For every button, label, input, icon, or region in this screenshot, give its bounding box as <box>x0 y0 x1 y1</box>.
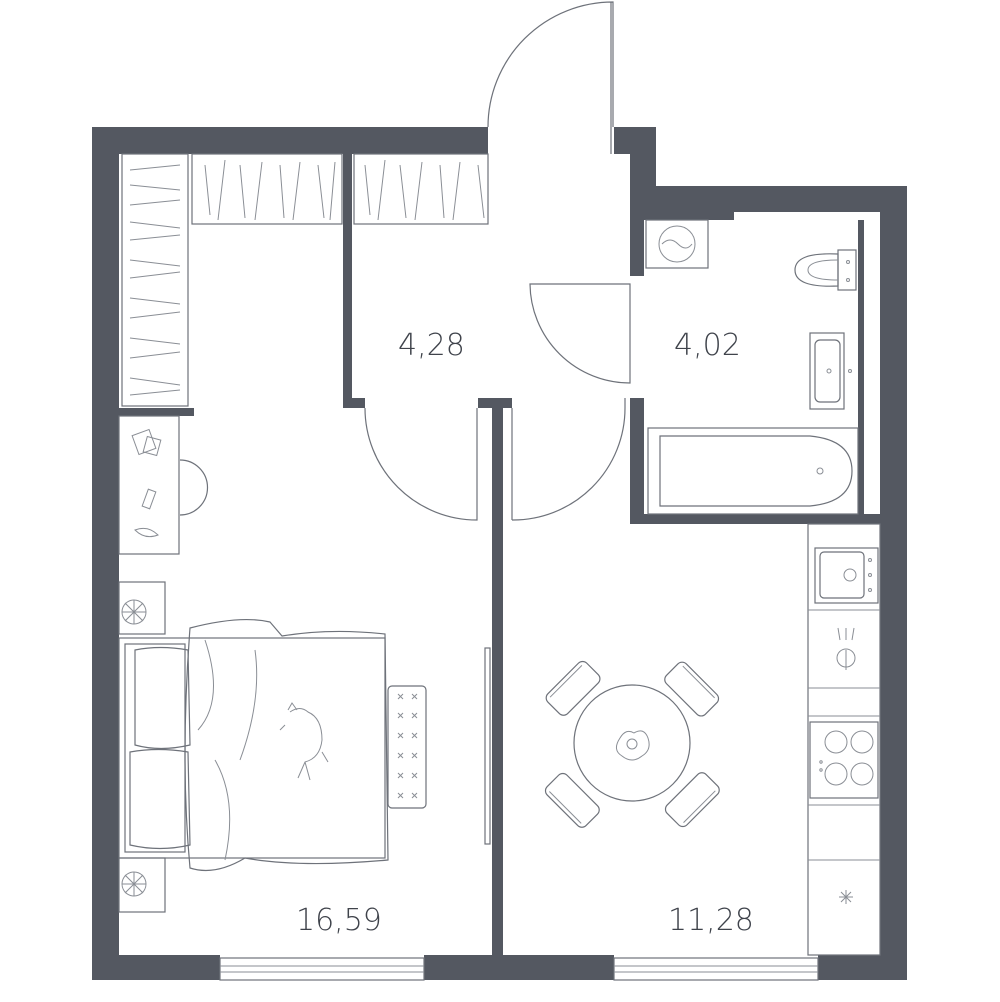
cat-icon <box>279 702 329 781</box>
kitchen-door <box>511 407 626 521</box>
window-kitchen <box>613 957 819 981</box>
kitchen-sink <box>814 547 879 604</box>
stove <box>809 721 879 799</box>
sink <box>809 332 852 410</box>
desk-chair <box>179 459 209 516</box>
bedroom-furniture <box>118 415 491 913</box>
chair-bottom-left <box>544 772 600 828</box>
kitchen-area-label: 11,28 <box>668 903 754 938</box>
washing-machine <box>645 219 709 269</box>
bathtub <box>647 427 859 515</box>
mirror <box>484 647 491 845</box>
kitchen-counter <box>807 523 881 956</box>
chair-top-left <box>545 660 601 716</box>
wardrobes <box>121 153 489 407</box>
bedroom-door <box>364 407 478 521</box>
chair-top-right <box>664 661 720 717</box>
nightstand-bottom <box>118 857 166 913</box>
toilet <box>794 249 857 291</box>
window-bedroom <box>219 957 425 981</box>
area-labels: 4,28 4,02 16,59 11,28 <box>296 328 754 938</box>
chair-bottom-right <box>664 772 720 828</box>
kitchen-furniture <box>544 523 881 956</box>
entrance-door <box>487 1 614 128</box>
windows <box>219 957 819 981</box>
bathroom-area-label: 4,02 <box>674 328 741 363</box>
sparkle-icon <box>839 890 853 904</box>
bed <box>118 618 427 871</box>
bathroom-door <box>529 283 631 384</box>
doors <box>364 1 631 521</box>
bathroom-fixtures <box>645 219 859 515</box>
walls <box>92 127 907 980</box>
dining-table <box>544 660 720 828</box>
bedroom-area-label: 16,59 <box>296 903 382 938</box>
desk <box>118 415 180 555</box>
hall-area-label: 4,28 <box>398 328 465 363</box>
nightstand-top <box>118 581 166 635</box>
